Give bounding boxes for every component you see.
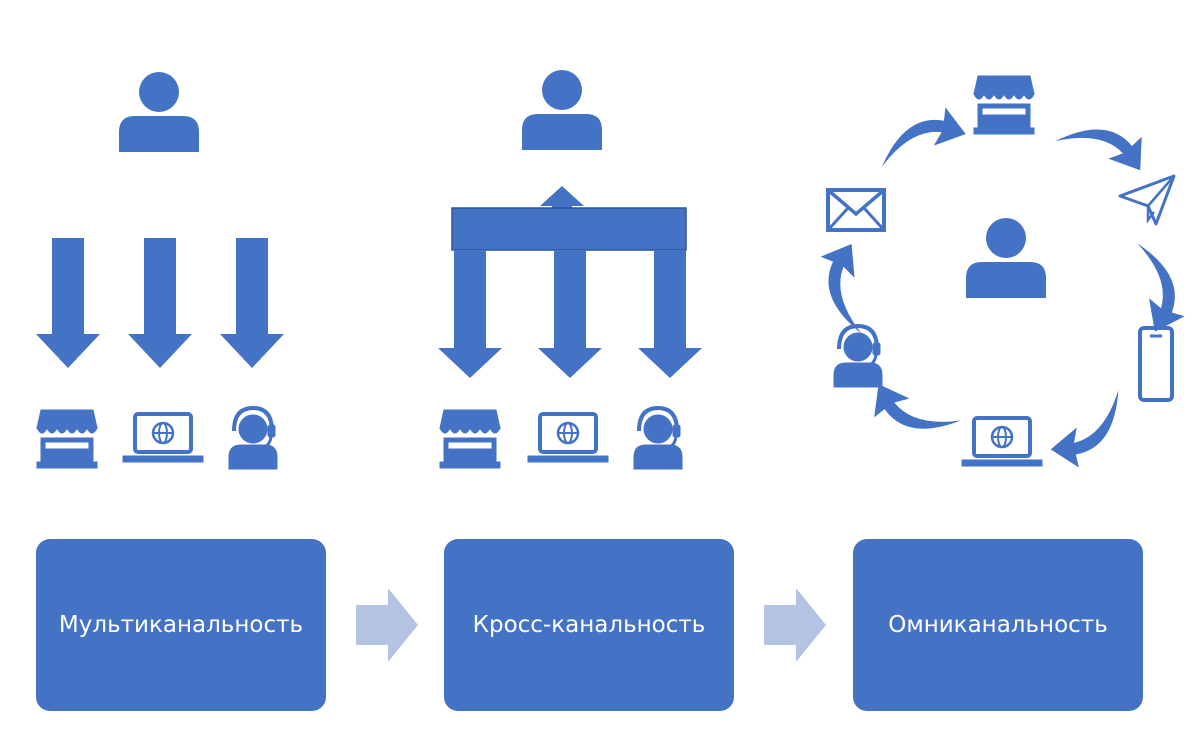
stage-omnichannel: Омниканальность (853, 539, 1143, 711)
mail-icon (826, 188, 886, 232)
down-arrow (128, 238, 192, 368)
curved-arrow (1049, 390, 1141, 474)
laptop-globe-icon (526, 412, 610, 464)
user-icon (966, 218, 1046, 298)
curved-arrow (1054, 109, 1152, 173)
stage-cross-channel: Кросс-канальность (444, 539, 734, 711)
operator-headset-icon (632, 406, 684, 471)
curved-arrow (819, 243, 862, 337)
operator-headset-icon (227, 406, 279, 471)
stage-label: Мультиканальность (58, 612, 304, 638)
store-icon (439, 409, 501, 469)
user-icon (522, 70, 602, 150)
store-icon (36, 409, 98, 469)
down-arrow (36, 238, 100, 368)
up-arrow (540, 186, 584, 210)
branching-arrows (438, 186, 702, 378)
down-arrow (538, 250, 602, 378)
curved-arrow (870, 103, 967, 167)
stage-label: Кросс-канальность (472, 612, 706, 638)
phone-icon (1138, 326, 1174, 402)
user-icon (119, 72, 199, 152)
transition-arrow (356, 588, 418, 662)
down-arrows (36, 238, 284, 368)
down-arrow (438, 250, 502, 378)
transition-arrow (764, 588, 826, 662)
paper-plane-icon (1118, 174, 1176, 226)
operator-headset-icon (832, 324, 884, 389)
connector-bar (451, 207, 687, 251)
store-icon (973, 75, 1035, 135)
laptop-globe-icon (960, 416, 1044, 468)
curved-arrow (865, 382, 962, 452)
stage-multichannel: Мультиканальность (36, 539, 326, 711)
laptop-globe-icon (121, 412, 205, 464)
stage-label: Омниканальность (888, 612, 1108, 638)
down-arrow (220, 238, 284, 368)
down-arrow (638, 250, 702, 378)
curved-arrow (1137, 237, 1187, 333)
